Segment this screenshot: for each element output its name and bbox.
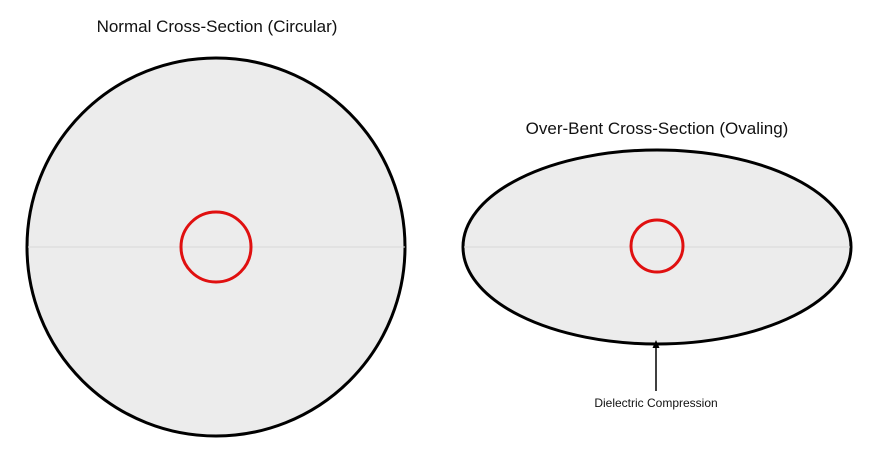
compression-arrow-head <box>652 340 660 348</box>
circular-section-title: Normal Cross-Section (Circular) <box>96 17 338 36</box>
ovaling-section-title: Over-Bent Cross-Section (Ovaling) <box>525 119 789 138</box>
dielectric-compression-label: Dielectric Compression <box>594 396 718 410</box>
oval-inner-conductor <box>629 218 685 274</box>
circular-inner-conductor <box>179 210 253 284</box>
